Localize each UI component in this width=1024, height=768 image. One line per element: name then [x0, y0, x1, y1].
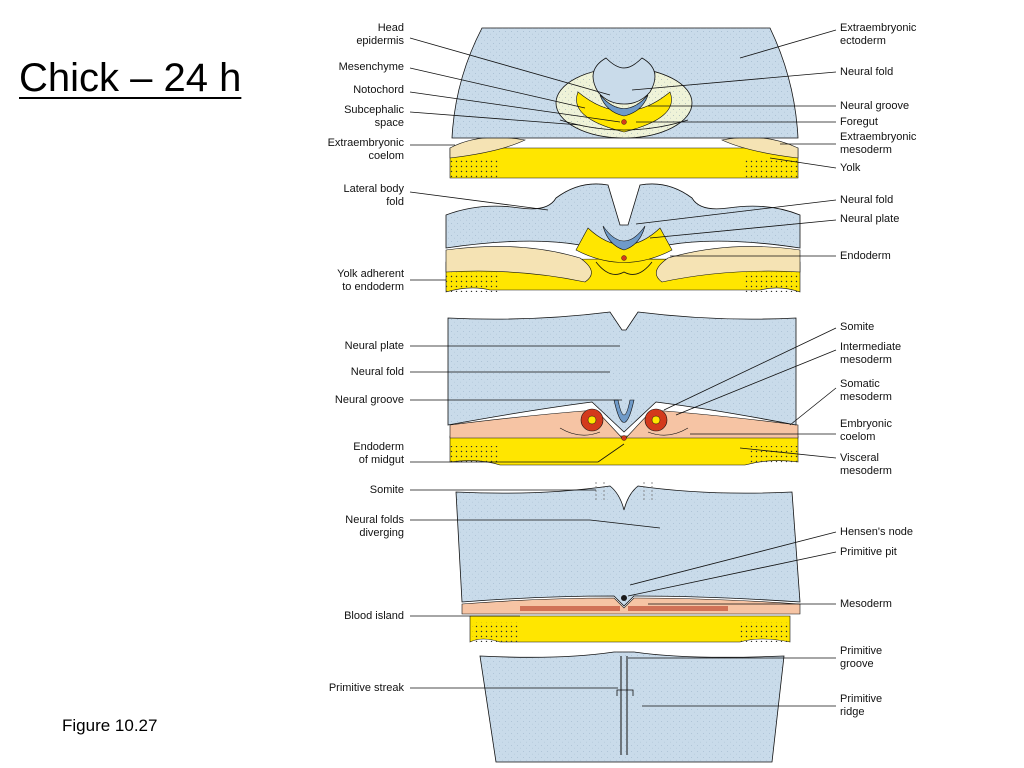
label-mesoderm: Mesoderm: [840, 598, 892, 610]
label-neural-fold-left: Neural fold: [350, 366, 404, 378]
label-yolk: Yolk: [840, 162, 861, 174]
section-node-region: [455, 482, 801, 643]
section-foregut-region: [445, 183, 801, 293]
neural-tube-head: [592, 57, 656, 105]
section-head-region: [449, 27, 799, 179]
primitive-groove-5: [620, 656, 628, 755]
label-primitive-pit: Primitive pit: [840, 546, 897, 558]
label-neural-groove-left: Neural groove: [334, 394, 404, 406]
foregut-2: [595, 261, 653, 275]
blood-island-band: [520, 606, 728, 611]
extraembryonic-coelom-2-left: [445, 246, 592, 283]
somite-marks-4: [595, 482, 653, 500]
label-somite-left: Somite: [369, 484, 404, 496]
label-primitive-streak: Primitive streak: [328, 682, 404, 694]
figure-caption: Figure 10.27: [62, 716, 158, 735]
notochord-2: [621, 255, 627, 261]
label-neural-groove-right-1: Neural groove: [840, 100, 910, 112]
section-midgut-region: [447, 311, 799, 466]
label-endoderm: Endoderm: [840, 250, 891, 262]
notochord-3: [621, 435, 627, 441]
neural-groove-3: [613, 399, 635, 423]
section-streak-region: [479, 651, 785, 763]
hensens-node-pit: [621, 595, 627, 601]
coelom-3-right: [647, 427, 689, 436]
coelom-3-left: [559, 427, 601, 436]
label-blood-island: Blood island: [344, 610, 404, 622]
label-neural-plate-left: Neural plate: [344, 340, 404, 352]
label-neural-plate-right-2: Neural plate: [840, 213, 900, 225]
label-foregut: Foregut: [840, 116, 878, 128]
label-hensens-node: Hensen's node: [840, 526, 914, 538]
foregut-line: [559, 119, 689, 131]
neural-plate-2: [602, 225, 646, 251]
label-mesenchyme: Mesenchyme: [338, 61, 404, 73]
label-somite-right: Somite: [840, 321, 875, 333]
extraembryonic-coelom-right: [721, 137, 799, 159]
notochord-1: [621, 119, 627, 125]
slide-title: Chick – 24 h: [19, 56, 242, 100]
label-neural-fold-right-2: Neural fold: [840, 194, 894, 206]
label-neural-fold-right-1: Neural fold: [840, 66, 894, 78]
extraembryonic-coelom-left: [449, 137, 526, 159]
label-notochord: Notochord: [353, 84, 404, 96]
primitive-streak-bracket: [616, 689, 634, 696]
neural-epithelium-head: [599, 94, 649, 117]
extraembryonic-coelom-2-right: [655, 246, 801, 283]
yolk-dots-1: [450, 160, 798, 178]
leader-lines: [409, 29, 837, 707]
